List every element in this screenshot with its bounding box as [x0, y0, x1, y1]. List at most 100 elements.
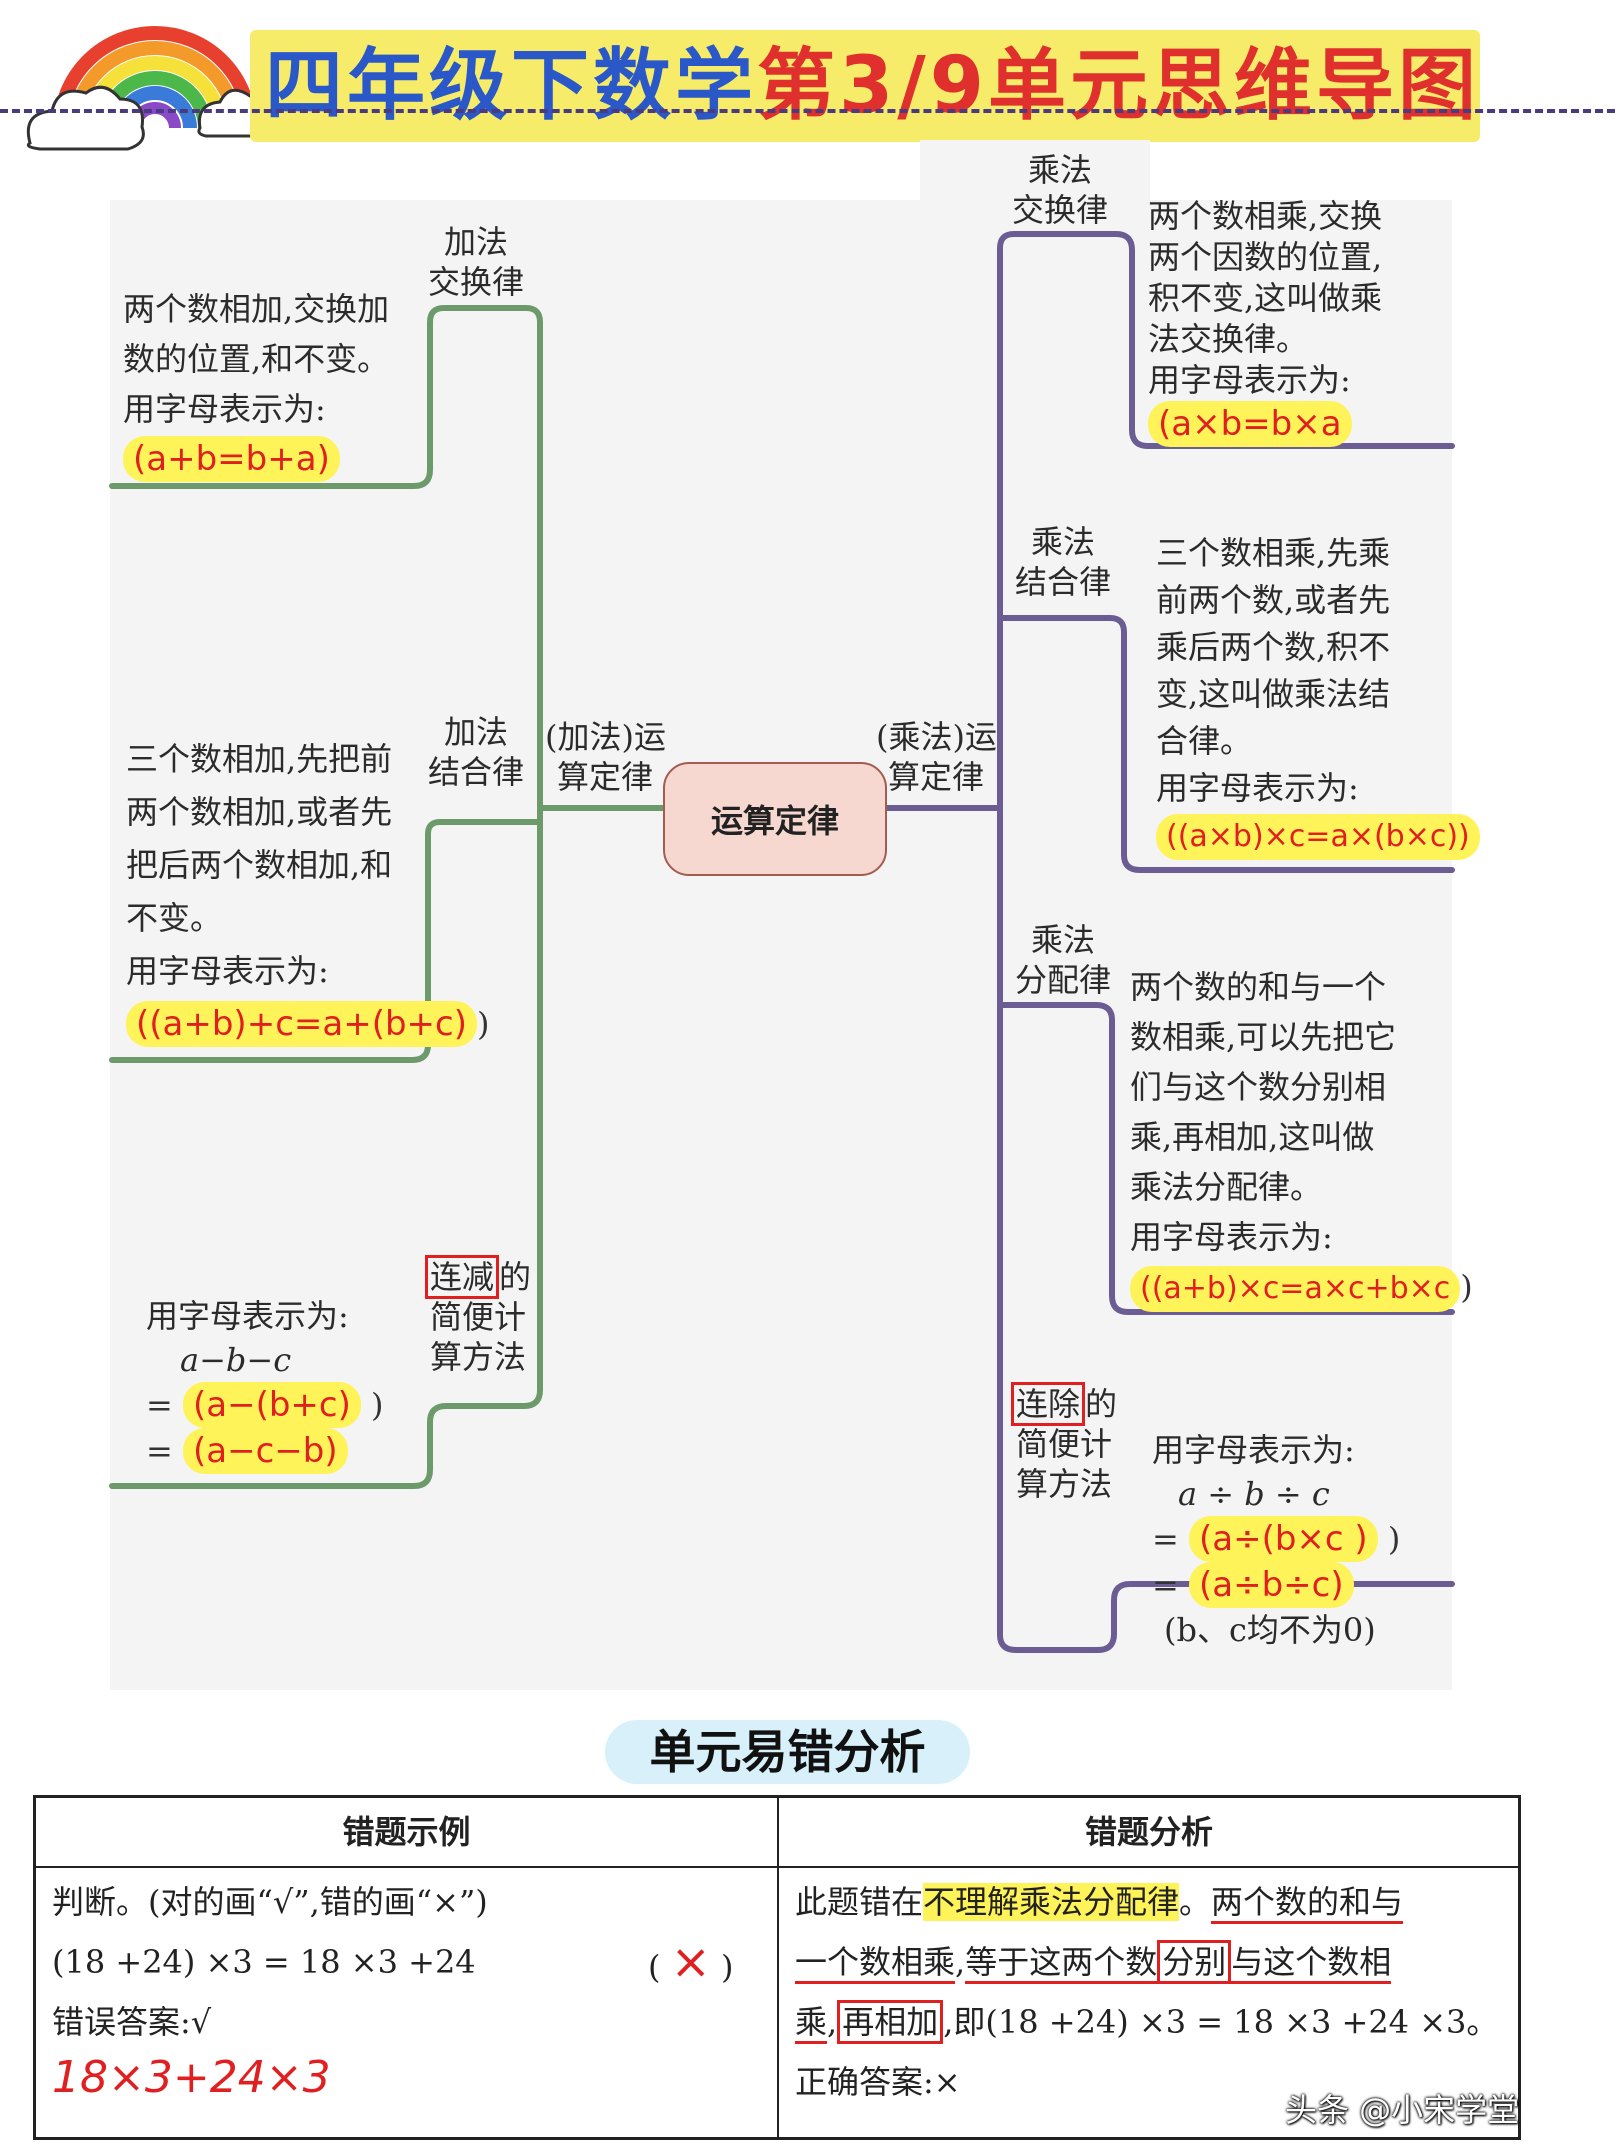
div-simplify-label-line-3: 算方法 — [1015, 1465, 1112, 1503]
add-associative-text-3: 把后两个数相加,和 — [126, 846, 393, 884]
div-simplify-label-rest: 的 — [1085, 1385, 1118, 1423]
analysis-line-3: 乘,再相加,即(18 +24) ×3 = 18 ×3 +24 ×3。 — [795, 1992, 1498, 2052]
mul-associative-text-1: 三个数相乘,先乘 — [1156, 534, 1391, 572]
mul-associative-label-line-1: 乘法 — [1030, 523, 1095, 561]
example-handwritten: 18×3+24×3 — [52, 2052, 331, 2103]
left-hub-line-2: 算定律 — [556, 758, 653, 796]
div-simplify-label: 连除的 简便计 算方法 — [1006, 1382, 1122, 1504]
analysis-p2-b: , — [955, 1943, 966, 1981]
analysis-p1-underline: 两个数的和与 — [1211, 1883, 1404, 1924]
sub-simplify-text: 用字母表示为: — [146, 1297, 349, 1335]
sub-simplify-eq1-tail: ) — [360, 1386, 384, 1424]
center-node: 运算定律 — [663, 762, 887, 876]
mul-associative-text-4: 变,这叫做乘法结 — [1156, 675, 1391, 713]
mul-distributive-text-6: 用字母表示为: — [1130, 1218, 1333, 1256]
mul-distributive-text-3: 们与这个数分别相 — [1130, 1068, 1387, 1106]
sub-simplify-label-line-2: 简便计 — [429, 1298, 526, 1336]
add-commutative-label-line-1: 加法 — [443, 223, 508, 261]
table-header-analysis: 错题分析 — [1084, 1813, 1213, 1851]
table-column-divider — [777, 1795, 779, 2140]
example-mark-open: ( — [648, 1948, 661, 1986]
add-commutative-label-line-2: 交换律 — [427, 263, 524, 301]
example-mark-close: ) — [721, 1948, 734, 1986]
analysis-p2-a: 一个数相乘 — [795, 1943, 956, 1984]
sub-simplify-label-rest: 的 — [499, 1258, 532, 1296]
sub-simplify-note: 用字母表示为: a−b−c = (a−(b+c) ) = (a−c−b) — [146, 1294, 384, 1474]
sub-simplify-eq1: (a−(b+c) — [182, 1382, 361, 1428]
mul-distributive-text-5: 乘法分配律。 — [1130, 1168, 1323, 1206]
add-commutative-text-2: 数的位置,和不变。 — [123, 340, 390, 378]
analysis-p1-highlight: 不理解乘法分配律 — [923, 1883, 1180, 1921]
mul-commutative-text-4: 法交换律。 — [1148, 320, 1309, 358]
div-simplify-eq1-tail: ) — [1377, 1520, 1401, 1558]
analysis-p2-box: 分别 — [1157, 1940, 1232, 1984]
mul-commutative-label-line-2: 交换律 — [1011, 191, 1108, 229]
sub-simplify-label-line-3: 算方法 — [429, 1338, 526, 1376]
div-simplify-label-line-2: 简便计 — [1015, 1425, 1112, 1463]
add-commutative-label: 加法 交换律 — [416, 222, 536, 302]
sub-simplify-expr: a−b−c — [180, 1341, 292, 1379]
example-answer-mark: ( × ) — [648, 1932, 734, 1997]
mul-associative-label: 乘法 结合律 — [1000, 522, 1126, 602]
analysis-line-1: 此题错在不理解乘法分配律。两个数的和与 — [795, 1872, 1404, 1932]
mul-commutative-text-3: 积不变,这叫做乘 — [1148, 279, 1383, 317]
right-hub-line-2: 算定律 — [887, 758, 984, 796]
sub-simplify-label-boxed: 连减 — [424, 1255, 499, 1299]
mul-associative-text-3: 乘后两个数,积不 — [1156, 628, 1391, 666]
mul-distributive-label-line-2: 分配律 — [1014, 961, 1111, 999]
div-simplify-label-boxed: 连除 — [1010, 1382, 1085, 1426]
mul-commutative-text-1: 两个数相乘,交换 — [1148, 197, 1383, 235]
analysis-line-4: 正确答案:× — [795, 2063, 961, 2101]
mul-associative-text-2: 前两个数,或者先 — [1156, 581, 1391, 619]
mul-commutative-text-2: 两个因数的位置, — [1148, 238, 1383, 276]
analysis-line-2: 一个数相乘,等于这两个数分别与这个数相 — [795, 1932, 1392, 1992]
page-title: 四年级下数学第3/9单元思维导图 — [265, 41, 1481, 131]
watermark: 头条 @小宋学堂 — [1285, 2091, 1520, 2129]
header: 四年级下数学第3/9单元思维导图 — [0, 0, 1615, 160]
mul-commutative-note: 两个数相乘,交换 两个因数的位置, 积不变,这叫做乘 法交换律。 用字母表示为:… — [1148, 196, 1382, 447]
mul-commutative-label: 乘法 交换律 — [995, 150, 1125, 230]
add-commutative-text-1: 两个数相加,交换加 — [123, 290, 390, 328]
example-line-2: (18 +24) ×3 = 18 ×3 +24 — [52, 1943, 476, 1981]
example-line-3: 错误答案:√ — [52, 2003, 212, 2041]
add-commutative-text-3: 用字母表示为: — [123, 390, 326, 428]
analysis-p2-d: 与这个数相 — [1231, 1943, 1392, 1984]
add-associative-formula-tail: ) — [477, 1005, 490, 1043]
add-associative-label-line-1: 加法 — [443, 713, 508, 751]
add-associative-text-5: 用字母表示为: — [126, 952, 329, 990]
add-associative-label-line-2: 结合律 — [427, 753, 524, 791]
mul-commutative-label-line-1: 乘法 — [1027, 151, 1092, 189]
sub-simplify-eq1-prefix: = — [146, 1386, 183, 1424]
mindmap-connectors — [109, 231, 1455, 1653]
add-associative-text-1: 三个数相加,先把前 — [126, 740, 393, 778]
add-commutative-note: 两个数相加,交换加 数的位置,和不变。 用字母表示为: (a+b=b+a) — [123, 284, 389, 484]
div-simplify-condition: (b、c均不为0) — [1164, 1611, 1376, 1649]
mul-associative-formula: ((a×b)×c=a×(b×c)) — [1156, 814, 1480, 860]
mul-commutative-text-5: 用字母表示为: — [1148, 361, 1351, 399]
mul-associative-label-line-2: 结合律 — [1014, 563, 1111, 601]
div-simplify-text: 用字母表示为: — [1152, 1431, 1355, 1469]
mul-commutative-formula: (a×b=b×a — [1148, 401, 1352, 447]
left-hub-line-1: (加法)运 — [545, 718, 666, 756]
mul-associative-note: 三个数相乘,先乘 前两个数,或者先 乘后两个数,积不 变,这叫做乘法结 合律。 … — [1156, 530, 1480, 860]
mul-distributive-note: 两个数的和与一个 数相乘,可以先把它 们与这个数分别相 乘,再相加,这叫做 乘法… — [1130, 962, 1473, 1312]
mul-distributive-text-1: 两个数的和与一个 — [1130, 968, 1387, 1006]
add-associative-label: 加法 结合律 — [416, 712, 536, 792]
title-banner — [250, 30, 1480, 142]
mul-distributive-formula: ((a+b)×c=a×c+b×c — [1130, 1266, 1461, 1312]
div-simplify-eq1-prefix: = — [1152, 1520, 1189, 1558]
mul-distributive-text-4: 乘,再相加,这叫做 — [1130, 1118, 1375, 1156]
mul-associative-text-5: 合律。 — [1156, 722, 1253, 760]
div-simplify-eq2-prefix: = — [1152, 1566, 1189, 1604]
mindmap-background-extension — [920, 140, 1150, 210]
add-associative-note: 三个数相加,先把前 两个数相加,或者先 把后两个数相加,和 不变。 用字母表示为… — [126, 733, 489, 1051]
analysis-p3-box: 再相加 — [837, 2000, 944, 2044]
analysis-p3-a: 乘 — [795, 2003, 828, 2044]
analysis-p2-c: 等于这两个数 — [965, 1943, 1158, 1984]
example-mark: × — [670, 1934, 711, 1990]
add-associative-text-2: 两个数相加,或者先 — [126, 793, 393, 831]
table-header-example: 错题示例 — [342, 1813, 471, 1851]
mul-distributive-label-line-1: 乘法 — [1030, 921, 1095, 959]
div-simplify-eq2: (a÷b÷c) — [1188, 1562, 1354, 1608]
example-line-1: 判断。(对的画“√”,错的画“×”) — [52, 1883, 488, 1921]
